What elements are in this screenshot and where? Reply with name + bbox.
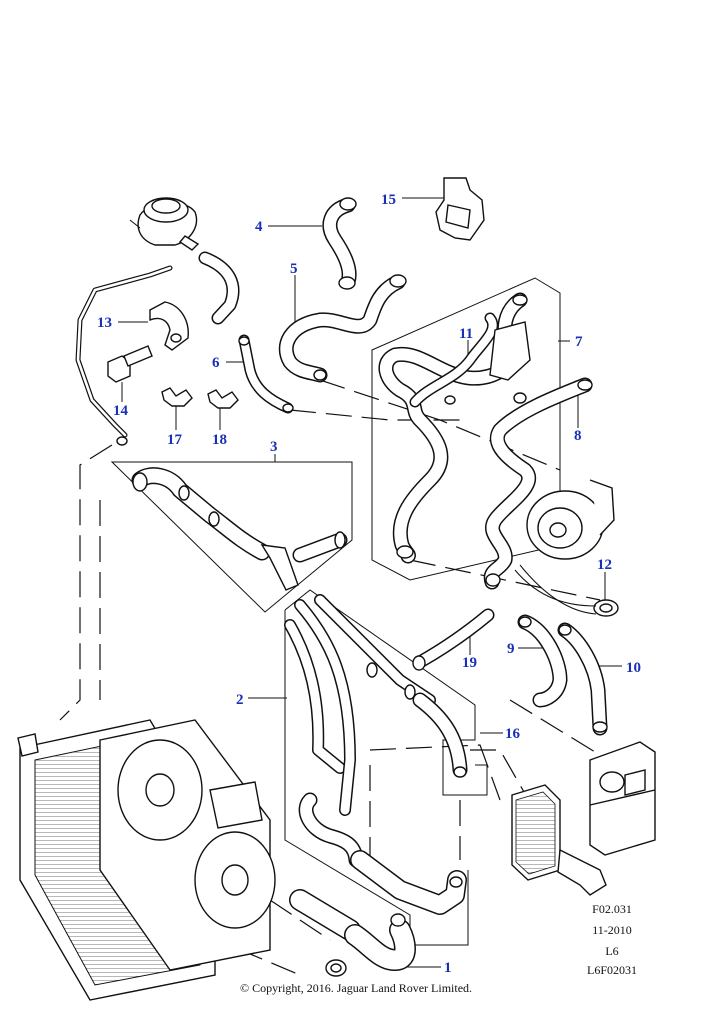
callout-10: 10 <box>626 660 641 676</box>
copyright-notice: © Copyright, 2016. Jaguar Land Rover Lim… <box>239 981 473 995</box>
callout-2: 2 <box>236 692 244 708</box>
clip-13 <box>149 301 189 351</box>
callout-9: 9 <box>507 641 515 657</box>
callout-12: 12 <box>597 557 612 573</box>
callout-19: 19 <box>462 655 477 671</box>
bleed-pipe <box>75 265 173 446</box>
oil-cooler <box>511 784 607 896</box>
callout-11: 11 <box>459 326 473 342</box>
callout-17: 17 <box>167 432 183 448</box>
hose-8 <box>483 377 593 590</box>
heater-valve <box>589 741 656 856</box>
engine-code: L6 <box>605 944 619 958</box>
hose-16 <box>412 692 468 778</box>
hose-7-assembly <box>378 292 531 564</box>
callout-16: 16 <box>505 726 521 742</box>
callout-13: 13 <box>97 315 112 331</box>
callout-5: 5 <box>290 261 298 277</box>
hose-9 <box>517 614 568 708</box>
cooling-fans <box>99 719 276 971</box>
clip-12 <box>514 564 619 617</box>
drawing-reference: F02.031 <box>592 902 632 916</box>
clip-18 <box>207 389 239 409</box>
callout-15: 15 <box>381 192 396 208</box>
hose-6 <box>238 334 294 414</box>
clamp-15 <box>435 177 485 241</box>
callout-6: 6 <box>212 355 220 371</box>
expansion-tank <box>129 197 200 251</box>
hose-19 <box>412 608 495 671</box>
callout-7: 7 <box>575 334 583 350</box>
callout-1: 1 <box>444 960 452 976</box>
drawing-date: 11-2010 <box>592 923 632 937</box>
drawing-code: L6F02031 <box>586 963 637 977</box>
hose-5 <box>278 274 407 383</box>
hose-1-assembly <box>289 850 467 977</box>
callout-3: 3 <box>270 439 278 455</box>
callout-18: 18 <box>212 432 227 448</box>
tank-hose <box>198 251 240 325</box>
connection-dashes <box>59 379 601 976</box>
hose-3-assembly <box>131 467 348 591</box>
callout-8: 8 <box>574 428 582 444</box>
hose-10 <box>557 622 608 736</box>
bolt-14 <box>107 345 153 383</box>
callout-14: 14 <box>113 403 129 419</box>
hose-2-assembly <box>284 594 436 868</box>
callouts: 1 2 3 4 5 6 7 8 9 10 11 12 13 14 15 16 1… <box>97 192 641 976</box>
hose-4 <box>322 197 357 290</box>
clip-17 <box>161 387 193 407</box>
callout-4: 4 <box>255 219 263 235</box>
water-pump <box>526 479 615 560</box>
